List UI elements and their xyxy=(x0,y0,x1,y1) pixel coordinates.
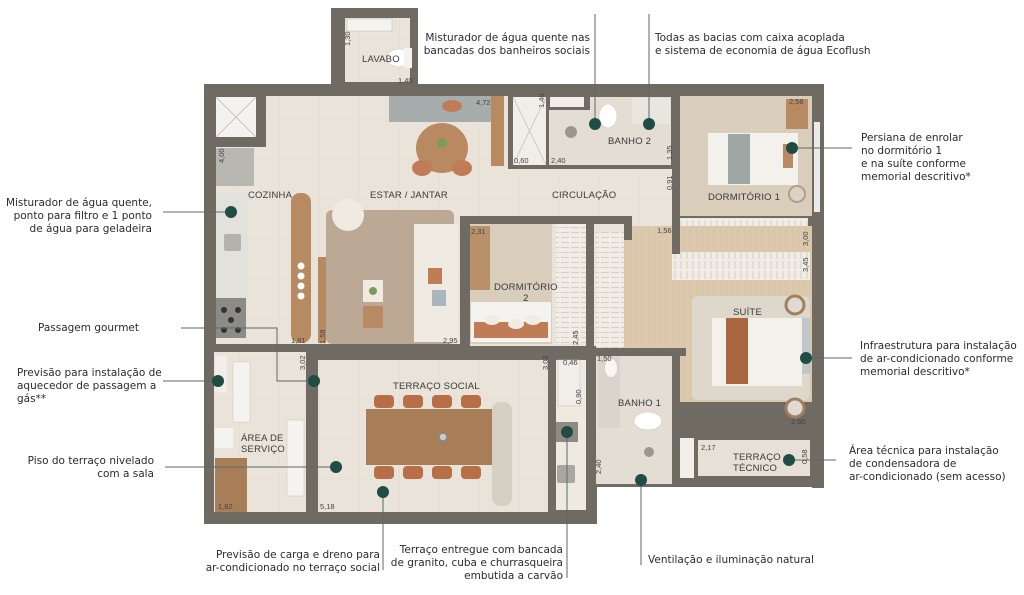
dim-corridor-156: 1,56 xyxy=(657,226,672,235)
dim-dorm1-top: 2,58 xyxy=(789,97,804,106)
dim-terraco-518: 5,18 xyxy=(320,502,335,511)
room-label-lavabo: LAVABO xyxy=(362,54,400,65)
room-label-estar-jantar: ESTAR / JANTAR xyxy=(370,190,448,201)
dim-terraco-v-right: 3,02 xyxy=(541,355,550,370)
dim-lavabo-v: 1,30 xyxy=(343,31,352,46)
room-label-dormitorio-1: DORMITÓRIO 1 xyxy=(708,192,781,203)
dim-circulacao-v: 0,91 xyxy=(665,175,674,190)
callout-infra-ar-condicionado: Infraestrutura para instalação de ar-con… xyxy=(860,340,1017,378)
dim-banho2-w: 2,40 xyxy=(551,156,566,165)
callout-carga-dreno: Previsão de carga e dreno para ar-condic… xyxy=(205,549,380,574)
room-label-terraco-social: TERRAÇO SOCIAL xyxy=(393,381,480,392)
marker-infra-ar xyxy=(800,352,812,364)
callout-misturador-cozinha: Misturador de água quente, ponto para fi… xyxy=(5,197,152,235)
room-label-area-servico: ÁREA DE SERVIÇO xyxy=(241,433,285,455)
dim-banho2-shower-w: 0,60 xyxy=(514,156,529,165)
marker-banho2-a xyxy=(589,118,601,130)
callout-terraco-bancada: Terraço entregue com bancada de granito,… xyxy=(390,544,563,582)
dim-shaft-090: 0,90 xyxy=(574,389,583,404)
dim-dorm2-v: 2,45 xyxy=(571,330,580,345)
room-label-circulacao: CIRCULAÇÃO xyxy=(552,190,617,201)
dim-terraco-tecnico-217: 2,17 xyxy=(701,443,716,452)
marker-aquecedor xyxy=(212,375,224,387)
dim-shaft-046: 0,46 xyxy=(563,358,578,367)
room-label-terraco-tecnico: TERRAÇO TÉCNICO xyxy=(733,452,781,474)
callout-ventilacao: Ventilação e iluminação natural xyxy=(648,554,814,566)
room-label-cozinha: COZINHA xyxy=(248,190,293,201)
marker-passagem-gourmet xyxy=(308,375,320,387)
callout-misturador-banheiros: Misturador de água quente nas bancadas d… xyxy=(423,32,590,57)
markers xyxy=(212,118,812,498)
marker-persiana xyxy=(786,142,798,154)
callout-passagem-gourmet: Passagem gourmet xyxy=(37,322,139,334)
dim-cozinha-158: 1,58 xyxy=(318,329,327,344)
dim-cozinha-v: 4,00 xyxy=(217,148,226,163)
marker-carga-dreno xyxy=(377,486,389,498)
marker-ventilacao xyxy=(635,474,647,486)
callout-area-tecnica: Área técnica para instalação de condensa… xyxy=(849,445,1006,483)
callout-piso-terraco: Piso do terraço nivelado com a sala xyxy=(27,455,154,480)
dim-lavabo-h: 1,40 xyxy=(398,76,413,85)
dim-banho2-v: 1,35 xyxy=(665,145,674,160)
dim-cozinha-181: 1,81 xyxy=(291,336,306,345)
marker-piso-terraco xyxy=(330,461,342,473)
dim-terraco-tecnico-058: 0,58 xyxy=(800,449,809,464)
furniture xyxy=(215,18,820,512)
dim-dorm2-w: 2,31 xyxy=(471,227,486,236)
dim-estar-top: 4,72 xyxy=(476,98,491,107)
dim-servico-182: 1,82 xyxy=(218,502,233,511)
dim-banho2-shower-v: 1,40 xyxy=(537,93,546,108)
dim-banho1-w: 1,50 xyxy=(597,354,612,363)
leader-lines xyxy=(163,14,852,578)
dim-dorm1-closet: 3,00 xyxy=(801,231,810,246)
dim-suite-260: 2,60 xyxy=(791,417,806,426)
room-label-suite: SUÍTE xyxy=(733,307,762,318)
room-label-banho-2: BANHO 2 xyxy=(608,136,652,147)
marker-area-tecnica xyxy=(783,454,795,466)
room-label-banho-1: BANHO 1 xyxy=(618,398,662,409)
marker-misturador-cozinha xyxy=(225,206,237,218)
callout-bacias-ecoflush: Todas as bacias com caixa acoplada e sis… xyxy=(655,32,871,57)
dim-banho1-v: 2,40 xyxy=(594,459,603,474)
marker-banho2-b xyxy=(643,118,655,130)
callout-aquecedor-gas: Previsão para instalação de aquecedor de… xyxy=(17,367,162,405)
room-label-dormitorio-2: DORMITÓRIO 2 xyxy=(494,282,558,304)
dim-estar-295: 2,95 xyxy=(443,336,458,345)
marker-terraco-bancada xyxy=(561,426,573,438)
dim-suite-closet: 3,45 xyxy=(801,257,810,272)
dim-terraco-v-left: 3,02 xyxy=(298,355,307,370)
callout-persiana: Persiana de enrolar no dormitório 1 e na… xyxy=(861,132,971,183)
